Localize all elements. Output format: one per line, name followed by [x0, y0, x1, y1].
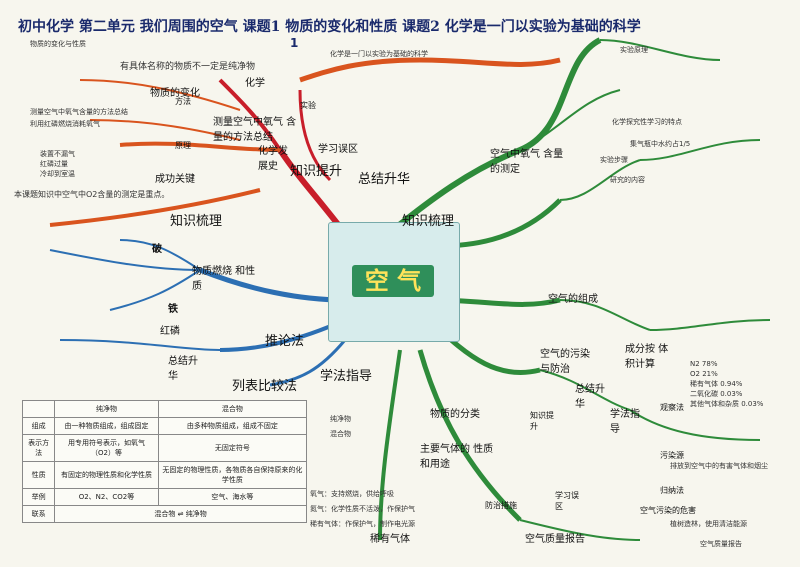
label-yuanli: 原理 [175, 141, 191, 150]
note: 化学是一门以实验为基础的科学 [330, 50, 428, 58]
table-cell: O2、N2、CO2等 [54, 488, 159, 506]
label-xiyouqiti: 稀有气体 [370, 534, 410, 545]
table-row: 性质 有固定的物理性质和化学性质 无固定的物理性质，各物质各自保持原来的化学性质 [21, 461, 308, 489]
label-xuexiwuqu2: 学习误区 [555, 491, 579, 511]
label-zhuyaoqiti: 主要气体的 性质和用途 [420, 444, 494, 470]
label-zongjie3: 总结升华 [575, 384, 605, 410]
note: 物质的变化与性质 [30, 40, 86, 48]
note: 有具体名称的物质不一定是纯净物 [120, 62, 256, 72]
note: 植树造林，使用清洁能源 [670, 520, 747, 528]
label-xuefa2: 学法指导 [610, 409, 640, 435]
branch-tuilun: 推论法 [265, 334, 305, 349]
note: 装置不漏气 [40, 150, 75, 158]
note: N2 78% [690, 360, 718, 368]
note: 集气瓶中水约占1/5 [630, 140, 691, 148]
branch-xuexiwuqu: 学习误区 [318, 144, 358, 155]
note: 化学探究性学习的特点 [612, 118, 682, 126]
table-row: 组成 由一种物质组成，组成固定 由多种物质组成，组成不固定 [21, 417, 308, 435]
page-subtitle: 1 [290, 36, 299, 50]
note: 纯净物 [330, 415, 351, 423]
note: O2 21% [690, 370, 718, 378]
note: 本课题知识中空气中O2含量的测定是重点。 [14, 190, 170, 199]
note: 利用红磷燃烧消耗氧气 [30, 120, 100, 128]
branch-bianjiao: 列表比较法 [232, 379, 298, 394]
label-chengfenfa: 成分按 体积计算 [625, 344, 669, 370]
note: 红磷过量 [40, 160, 68, 168]
label-wuzhifenlei: 物质的分类 [430, 409, 480, 420]
label-wuzhibianhua: 物质的变化 [150, 88, 200, 99]
note: 氧气：支持燃烧，供给呼吸 [310, 490, 394, 498]
label-tie: 铁 [168, 304, 178, 315]
label-wuranyuan: 污染源 [660, 451, 684, 460]
note: 排放到空气中的有害气体和烟尘 [670, 462, 768, 470]
label-kongqiyanghanliang: 空气中氧气 含量的测定 [490, 149, 564, 175]
table-cell: 无固定的物理性质，各物质各自保持原来的化学性质 [157, 461, 308, 489]
table-cell: 表示方法 [21, 434, 56, 462]
table-cell: 由多种物质组成，组成不固定 [157, 417, 308, 435]
note: 稀有气体 0.94% [690, 380, 743, 388]
table-header-cell [21, 400, 56, 418]
label-po: 破 [152, 244, 162, 255]
table-cell: 混合物 ⇌ 纯净物 [54, 505, 307, 523]
branch-zhishitisheng: 知识提升 [290, 164, 343, 179]
note: 研究的内容 [610, 176, 645, 184]
table-cell: 举例 [21, 488, 56, 506]
table-cell: 性质 [21, 461, 56, 489]
label-zhishitisheng2: 知识提升 [530, 411, 554, 431]
note: 空气质量报告 [700, 540, 742, 548]
label-chenggong: 成功关键 [155, 174, 195, 185]
label-shiyan: 实验 [300, 101, 316, 110]
label-zongjie2: 总结升华 [168, 356, 198, 382]
label-guinafa: 归纳法 [660, 486, 684, 495]
branch-zhishi-left: 知识梳理 [170, 214, 223, 229]
branch-zhishi: 知识梳理 [402, 214, 455, 229]
table-cell: 有固定的物理性质和化学性质 [54, 461, 159, 489]
label-huaxue: 化学 [245, 78, 265, 89]
note: 冷却到室温 [40, 170, 75, 178]
table-cell: 无固定符号 [157, 434, 308, 462]
label-huaxuefazhanshi: 化学发展史 [258, 146, 288, 172]
branch-xuefa: 学法指导 [320, 369, 373, 384]
label-kongqizhiliang: 空气质量报告 [525, 534, 585, 545]
note: 稀有气体：作保护气，制作电光源 [310, 520, 415, 528]
label-youmeijinghe: 物质燃烧 和性质 [192, 266, 256, 292]
label-kongqidezucheng: 空气的组成 [548, 294, 598, 305]
table-cell: 由一种物质组成，组成固定 [54, 417, 159, 435]
label-cedinhanliang: 测量空气中氧气 含量的方法总结 [213, 117, 297, 143]
note: 混合物 [330, 430, 351, 438]
table-cell: 用专用符号表示，如氧气（O2）等 [54, 434, 159, 462]
table-header-cell: 混合物 [157, 400, 308, 418]
table-header-row: 纯净物 混合物 [21, 400, 308, 418]
page-title: 初中化学 第二单元 我们周围的空气 课题1 物质的变化和性质 课题2 化学是一门… [18, 19, 641, 35]
label-kongqiwuran: 空气的污染 与防治 [540, 349, 590, 375]
note: 氮气：化学性质不活泼，作保护气 [310, 505, 415, 513]
table-cell: 空气、海水等 [157, 488, 308, 506]
note: 实验原理 [620, 46, 648, 54]
note: 实验步骤 [600, 156, 628, 164]
label-fangfa: 方法 [175, 97, 191, 106]
table-header-cell: 纯净物 [54, 400, 159, 418]
note: 二氧化碳 0.03% [690, 390, 743, 398]
table-row: 表示方法 用专用符号表示，如氧气（O2）等 无固定符号 [21, 434, 308, 462]
label-wuranwuhai: 空气污染的危害 [640, 506, 696, 515]
branch-zongjie: 总结升华 [358, 172, 411, 187]
comparison-table: 纯净物 混合物 组成 由一种物质组成，组成固定 由多种物质组成，组成不固定 表示… [21, 400, 308, 523]
table-row: 举例 O2、N2、CO2等 空气、海水等 [21, 488, 308, 506]
note: 测量空气中氧气含量的方法总结 [30, 108, 128, 116]
table-cell: 联系 [21, 505, 56, 523]
label-guanchafa: 观察法 [660, 403, 684, 412]
table-row: 联系 混合物 ⇌ 纯净物 [21, 505, 307, 523]
note: 其他气体和杂质 0.03% [690, 400, 764, 408]
label-hongliang: 红磷 [160, 326, 180, 337]
table-cell: 组成 [21, 417, 56, 435]
center-node: 空 气 [352, 265, 434, 297]
label-fangzhicuoshi: 防治措施 [485, 501, 517, 510]
